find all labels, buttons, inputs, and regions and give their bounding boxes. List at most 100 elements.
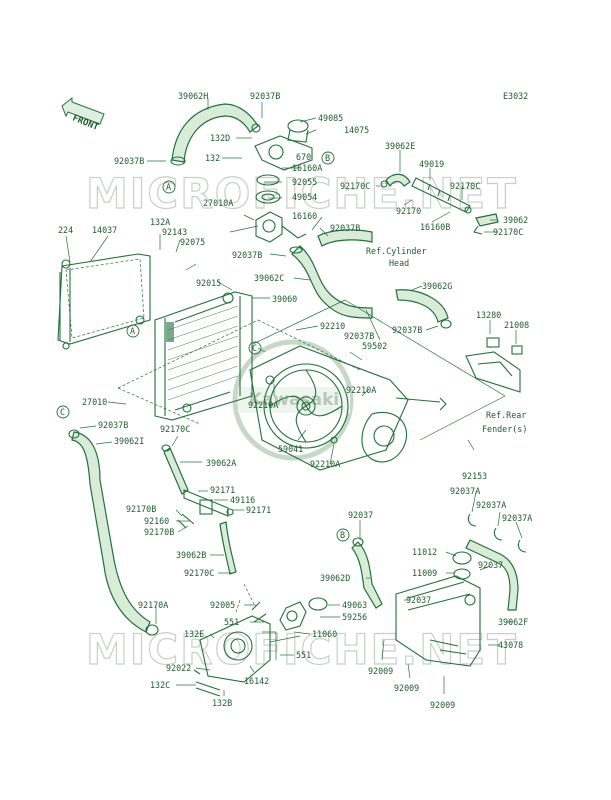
part-label[interactable]: 92037: [406, 595, 431, 605]
part-label[interactable]: 59502: [362, 341, 387, 351]
reservoir-bracket: [465, 337, 523, 393]
part-label[interactable]: 92170A: [138, 600, 168, 610]
part-label[interactable]: 92170: [396, 206, 421, 216]
part-label[interactable]: 39060: [272, 294, 297, 304]
part-label[interactable]: 59041: [278, 444, 303, 454]
part-label[interactable]: 49054: [292, 192, 317, 202]
part-label[interactable]: 92037B: [330, 223, 360, 233]
part-label[interactable]: 92037B: [98, 420, 128, 430]
part-label[interactable]: 92170B: [144, 527, 174, 537]
part-label[interactable]: 92171: [246, 505, 271, 515]
part-label[interactable]: 132C: [150, 680, 170, 690]
part-label[interactable]: 49019: [419, 159, 444, 169]
ref-cylinder-head-line2: Head: [389, 258, 409, 268]
part-label[interactable]: 92037: [348, 510, 373, 520]
part-label[interactable]: 92170C: [450, 181, 480, 191]
part-label[interactable]: 92037B: [392, 325, 422, 335]
part-label[interactable]: 39062C: [254, 273, 284, 283]
part-label[interactable]: 39062I: [114, 436, 144, 446]
part-label[interactable]: 92143: [162, 227, 187, 237]
svg-text:A: A: [130, 326, 135, 336]
part-label[interactable]: 16160A: [292, 163, 322, 173]
part-label[interactable]: 49063: [342, 600, 367, 610]
part-label[interactable]: 39062G: [422, 281, 452, 291]
part-label[interactable]: 670: [296, 152, 311, 162]
part-label[interactable]: 132E: [184, 629, 204, 639]
part-label[interactable]: 92210A: [346, 385, 376, 395]
fitting-49116: [177, 489, 234, 529]
part-label[interactable]: 49085: [318, 113, 343, 123]
part-label[interactable]: 39062B: [176, 550, 206, 560]
hose-39062D: [351, 537, 383, 609]
front-arrow-icon: FRONT: [61, 96, 105, 133]
part-label[interactable]: 16160: [292, 211, 317, 221]
radiator-shroud: [57, 253, 151, 350]
part-label[interactable]: 27010: [82, 397, 107, 407]
part-label[interactable]: 92075: [180, 237, 205, 247]
part-label[interactable]: 21008: [504, 320, 529, 330]
part-label[interactable]: 16142: [244, 676, 269, 686]
part-label[interactable]: 92037B: [344, 331, 374, 341]
part-label[interactable]: 92009: [368, 666, 393, 676]
ref-cylinder-head-line1: Ref.Cylinder: [366, 246, 427, 256]
part-label[interactable]: 92037B: [250, 91, 280, 101]
part-label[interactable]: 49116: [230, 495, 255, 505]
part-label[interactable]: 92037A: [502, 513, 532, 523]
part-label[interactable]: 132: [205, 153, 220, 163]
part-label[interactable]: 92015: [196, 278, 221, 288]
part-label[interactable]: 92210: [320, 321, 345, 331]
part-label[interactable]: 92160: [144, 516, 169, 526]
part-label[interactable]: 92170C: [184, 568, 214, 578]
part-label[interactable]: 11012: [412, 547, 437, 557]
thermostat-housing: [229, 119, 313, 243]
part-label[interactable]: 92005: [210, 600, 235, 610]
part-label[interactable]: 92210A: [248, 400, 278, 410]
part-label[interactable]: 39062D: [320, 573, 350, 583]
callout-b-bottom: B: [336, 528, 350, 542]
part-label[interactable]: 224: [58, 225, 73, 235]
part-label[interactable]: 132D: [210, 133, 230, 143]
part-label[interactable]: 92153: [462, 471, 487, 481]
part-label[interactable]: 92037B: [114, 156, 144, 166]
part-label[interactable]: 551: [296, 650, 311, 660]
part-label[interactable]: 43078: [498, 640, 523, 650]
part-label[interactable]: 39062F: [498, 617, 528, 627]
part-label[interactable]: 39062: [503, 215, 528, 225]
part-label[interactable]: 92170B: [126, 504, 156, 514]
callout-a-top: A: [162, 180, 176, 194]
part-label[interactable]: 92170C: [493, 227, 523, 237]
part-label[interactable]: 39062A: [206, 458, 236, 468]
part-label[interactable]: 13280: [476, 310, 501, 320]
part-label[interactable]: 92170C: [160, 424, 190, 434]
part-label[interactable]: 92037A: [450, 486, 480, 496]
part-label[interactable]: 27010A: [203, 198, 233, 208]
part-label[interactable]: 92037B: [232, 250, 262, 260]
part-label[interactable]: 92009: [430, 700, 455, 710]
part-label[interactable]: 551: [224, 617, 239, 627]
impeller-59256: [279, 597, 328, 631]
part-label[interactable]: 92171: [210, 485, 235, 495]
part-label[interactable]: 92037A: [476, 500, 506, 510]
part-label[interactable]: 14075: [344, 125, 369, 135]
part-label[interactable]: 132A: [150, 217, 170, 227]
diagram-code: E3032: [503, 91, 528, 101]
part-label[interactable]: 92170C: [340, 181, 370, 191]
part-label[interactable]: 59256: [342, 612, 367, 622]
part-label[interactable]: 92037: [478, 560, 503, 570]
part-label[interactable]: 92210A: [310, 459, 340, 469]
hose-39062I: [68, 429, 159, 636]
part-label[interactable]: 132B: [212, 698, 232, 708]
part-label[interactable]: 16160B: [420, 222, 450, 232]
part-label[interactable]: 92009: [394, 683, 419, 693]
part-label[interactable]: 14037: [92, 225, 117, 235]
ref-rear-fender-line2: Fender(s): [482, 424, 527, 434]
part-label[interactable]: 11060: [312, 629, 337, 639]
svg-text:C: C: [60, 407, 65, 417]
part-label[interactable]: 39062E: [385, 141, 415, 151]
part-label[interactable]: 11009: [412, 568, 437, 578]
hose-39062G: [395, 289, 452, 329]
part-label[interactable]: 39062H: [178, 91, 208, 101]
part-label[interactable]: 92055: [292, 177, 317, 187]
part-label[interactable]: 92022: [166, 663, 191, 673]
